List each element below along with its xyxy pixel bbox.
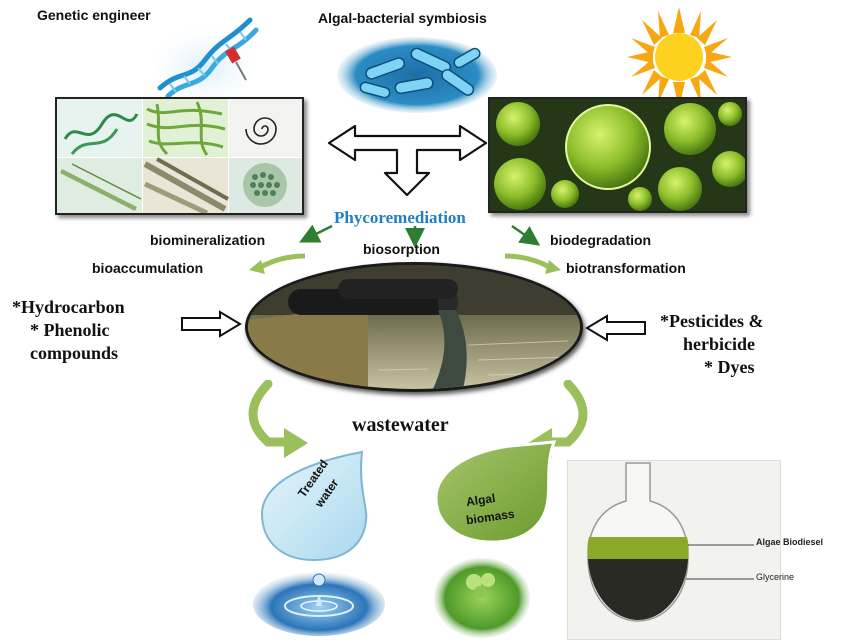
algae-biodiesel-label: Algae Biodiesel	[756, 537, 824, 547]
green-algae-cells-photo	[488, 97, 747, 213]
biomineralization-label: biomineralization	[150, 232, 266, 248]
t-shaped-connector-arrow	[327, 124, 488, 197]
biosorption-label: biosorption	[363, 241, 440, 257]
wastewater-label: wastewater	[352, 414, 449, 436]
right-inflow-arrow	[585, 314, 646, 342]
biotransformation-label: biotransformation	[566, 260, 686, 276]
pollutants-left-line3: compounds	[30, 343, 119, 363]
pollutants-right-line2: herbicide	[683, 334, 755, 354]
algal-powder-image	[434, 558, 530, 638]
treated-water-drop	[260, 450, 368, 562]
algae-microscopy-collage	[55, 97, 304, 215]
bioaccumulation-label: bioaccumulation	[92, 260, 204, 276]
flask-drawing	[568, 461, 780, 639]
sun-icon	[622, 5, 737, 110]
curved-process-arrows	[249, 253, 561, 274]
biodegradation-label: biodegradation	[550, 232, 652, 248]
algal-biomass-drop	[434, 440, 557, 544]
pollutants-right-line1: *Pesticides &	[660, 311, 764, 331]
glycerine-label: Glycerine	[756, 572, 795, 582]
pollutants-left-line1: *Hydrocarbon	[12, 297, 125, 317]
wastewater-outfall-photo	[245, 262, 583, 392]
algae-collage-drawing	[57, 99, 302, 213]
phycoremediation-title: Phycoremediation	[334, 208, 466, 227]
pollutants-right-line3: * Dyes	[704, 357, 755, 377]
algal-bacterial-symbiosis-label: Algal-bacterial symbiosis	[318, 10, 487, 26]
wastewater-drawing	[248, 265, 580, 389]
biodiesel-flask-photo: Algae Biodiesel Glycerine	[567, 460, 823, 640]
bacteria-image	[337, 37, 497, 113]
genetic-engineer-label: Genetic engineer	[37, 7, 151, 23]
left-inflow-arrow	[181, 310, 242, 338]
algae-cells-drawing	[490, 99, 745, 211]
dna-helix-icon	[153, 17, 259, 99]
pollutants-left-line2: * Phenolic	[30, 320, 110, 340]
green-process-arrows	[299, 224, 541, 248]
water-splash-image	[253, 572, 385, 636]
